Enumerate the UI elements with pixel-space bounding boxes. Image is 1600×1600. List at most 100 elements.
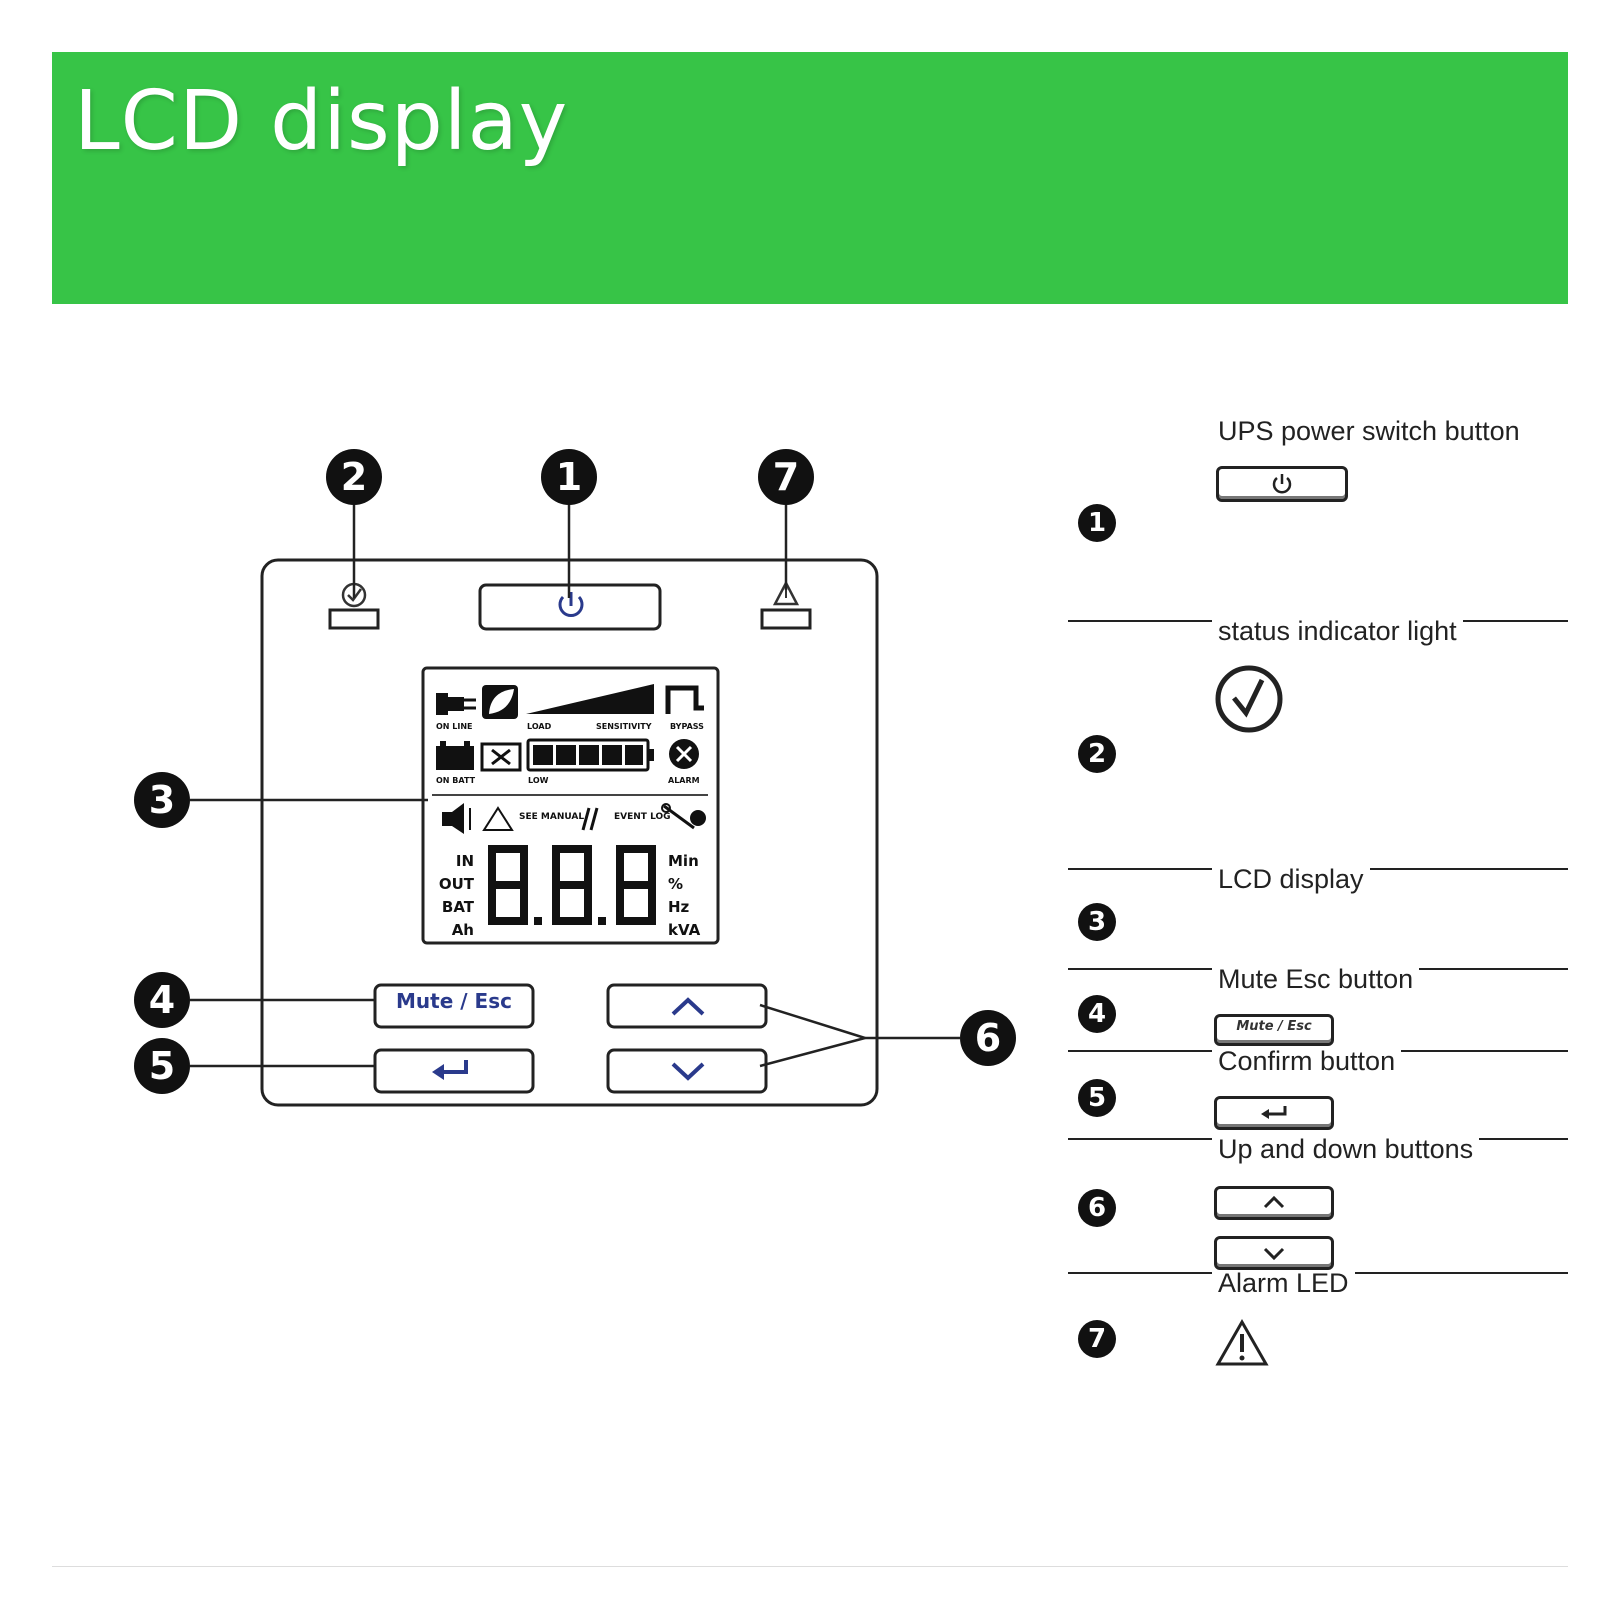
mute-esc-button[interactable] xyxy=(373,983,535,1029)
callout-2: 2 xyxy=(326,449,382,505)
speaker-mute-icon xyxy=(442,803,471,834)
lcd-label-on-batt: ON BATT xyxy=(436,776,476,785)
svg-text:1: 1 xyxy=(556,455,582,499)
lcd-label-event-log: EVENT LOG xyxy=(614,812,671,822)
alarm-led xyxy=(760,580,812,630)
lcd-label-see-manual: SEE MANUAL xyxy=(519,812,585,822)
event-slash-icon xyxy=(581,807,599,831)
segment xyxy=(584,885,592,925)
segment xyxy=(552,917,592,925)
segment xyxy=(616,885,624,925)
legend-number-5: 5 xyxy=(1078,1079,1116,1117)
battery-level-icon xyxy=(526,738,654,772)
decimal-point xyxy=(598,917,606,925)
load-bar-icon xyxy=(526,684,654,714)
legend-up-button[interactable] xyxy=(1214,1186,1334,1220)
segment xyxy=(584,845,592,885)
segment xyxy=(616,845,624,885)
title-banner: LCD display xyxy=(52,52,1568,304)
lcd-label-low: LOW xyxy=(528,776,549,785)
lcd-unit-right-1: % xyxy=(668,875,684,893)
lcd-label-on-line: ON LINE xyxy=(436,722,473,731)
svg-text:3: 3 xyxy=(149,778,175,822)
bypass-icon xyxy=(665,685,704,714)
seven-segment-digits xyxy=(488,845,656,925)
segment xyxy=(616,917,656,925)
legend-mute-esc-button[interactable]: Mute / Esc xyxy=(1214,1014,1334,1046)
callout-lines xyxy=(190,504,960,1068)
check-circle-icon xyxy=(1215,665,1283,733)
legend-number-1: 1 xyxy=(1078,504,1116,542)
enter-arrow-icon xyxy=(1261,1106,1287,1119)
lcd-label-sensitivity: SENSITIVITY xyxy=(596,722,652,731)
segment xyxy=(616,845,656,853)
lcd-screen xyxy=(421,666,720,945)
lcd-unit-in: IN xyxy=(455,852,474,870)
legend-number-7: 7 xyxy=(1078,1320,1116,1358)
svg-text:6: 6 xyxy=(975,1016,1001,1060)
legend-power-button[interactable] xyxy=(1216,466,1348,502)
callout-1: 1 xyxy=(541,449,597,505)
decimal-point xyxy=(534,917,542,925)
confirm-button[interactable] xyxy=(373,1048,535,1094)
chevron-down-icon xyxy=(1263,1247,1285,1261)
segment xyxy=(648,885,656,925)
warning-triangle-icon xyxy=(1215,1318,1269,1366)
legend-number-2: 2 xyxy=(1078,735,1116,773)
legend-label-6: Up and down buttons xyxy=(1212,1134,1480,1165)
status-indicator-led xyxy=(328,582,380,630)
down-button[interactable] xyxy=(606,1048,768,1094)
lcd-unit-right-2: Hz xyxy=(668,898,690,916)
lcd-unit-out: OUT xyxy=(438,875,474,893)
svg-text:7: 7 xyxy=(773,455,799,499)
legend-warning-icon-wrap xyxy=(1214,1318,1270,1368)
legend-confirm-button[interactable] xyxy=(1214,1096,1334,1130)
power-switch-button[interactable] xyxy=(478,583,662,631)
lcd-unit-right-0: Min xyxy=(668,852,699,870)
lcd-label-bypass: BYPASS xyxy=(670,722,704,731)
legend-label-2: status indicator light xyxy=(1212,616,1463,647)
segment xyxy=(488,917,528,925)
legend-number-3: 3 xyxy=(1078,903,1116,941)
warning-triangle-icon xyxy=(482,806,514,831)
segment xyxy=(552,881,592,889)
segment xyxy=(552,885,560,925)
overload-icon xyxy=(661,803,706,830)
legend-number-4: 4 xyxy=(1078,995,1116,1033)
callout-3: 3 xyxy=(134,772,190,828)
lcd-unit-bat: BAT xyxy=(441,898,474,916)
battery-icon xyxy=(436,741,474,770)
legend-label-3: LCD display xyxy=(1212,864,1370,895)
segment xyxy=(520,845,528,885)
chevron-up-icon xyxy=(1263,1195,1285,1209)
legend-label-5: Confirm button xyxy=(1212,1046,1402,1077)
legend-label-7: Alarm LED xyxy=(1212,1268,1355,1299)
svg-text:4: 4 xyxy=(149,978,175,1022)
segment xyxy=(488,885,496,925)
mute-esc-label: Mute / Esc xyxy=(396,989,512,1013)
segment xyxy=(616,881,656,889)
legend-down-button[interactable] xyxy=(1214,1236,1334,1270)
lcd-label-load: LOAD xyxy=(527,722,552,731)
bottom-rule xyxy=(52,1566,1568,1567)
segment xyxy=(552,845,592,853)
legend-mute-esc-text: Mute / Esc xyxy=(1236,1019,1312,1034)
segment xyxy=(552,845,560,885)
legend-number-6: 6 xyxy=(1078,1189,1116,1227)
segment xyxy=(488,845,496,885)
segment xyxy=(488,845,528,853)
segment xyxy=(488,881,528,889)
legend-label-1: UPS power switch button xyxy=(1212,416,1526,447)
up-button[interactable] xyxy=(606,983,768,1029)
battery-fault-icon xyxy=(480,742,522,772)
segment xyxy=(520,885,528,925)
legend-label-4: Mute Esc button xyxy=(1212,964,1420,995)
page-title: LCD display xyxy=(74,74,569,169)
plug-icon xyxy=(436,693,476,715)
callout-5: 5 xyxy=(134,1038,190,1094)
leaf-icon xyxy=(482,685,518,719)
legend-check-icon-wrap xyxy=(1214,664,1284,734)
power-icon xyxy=(1272,474,1292,494)
callout-7: 7 xyxy=(758,449,814,505)
